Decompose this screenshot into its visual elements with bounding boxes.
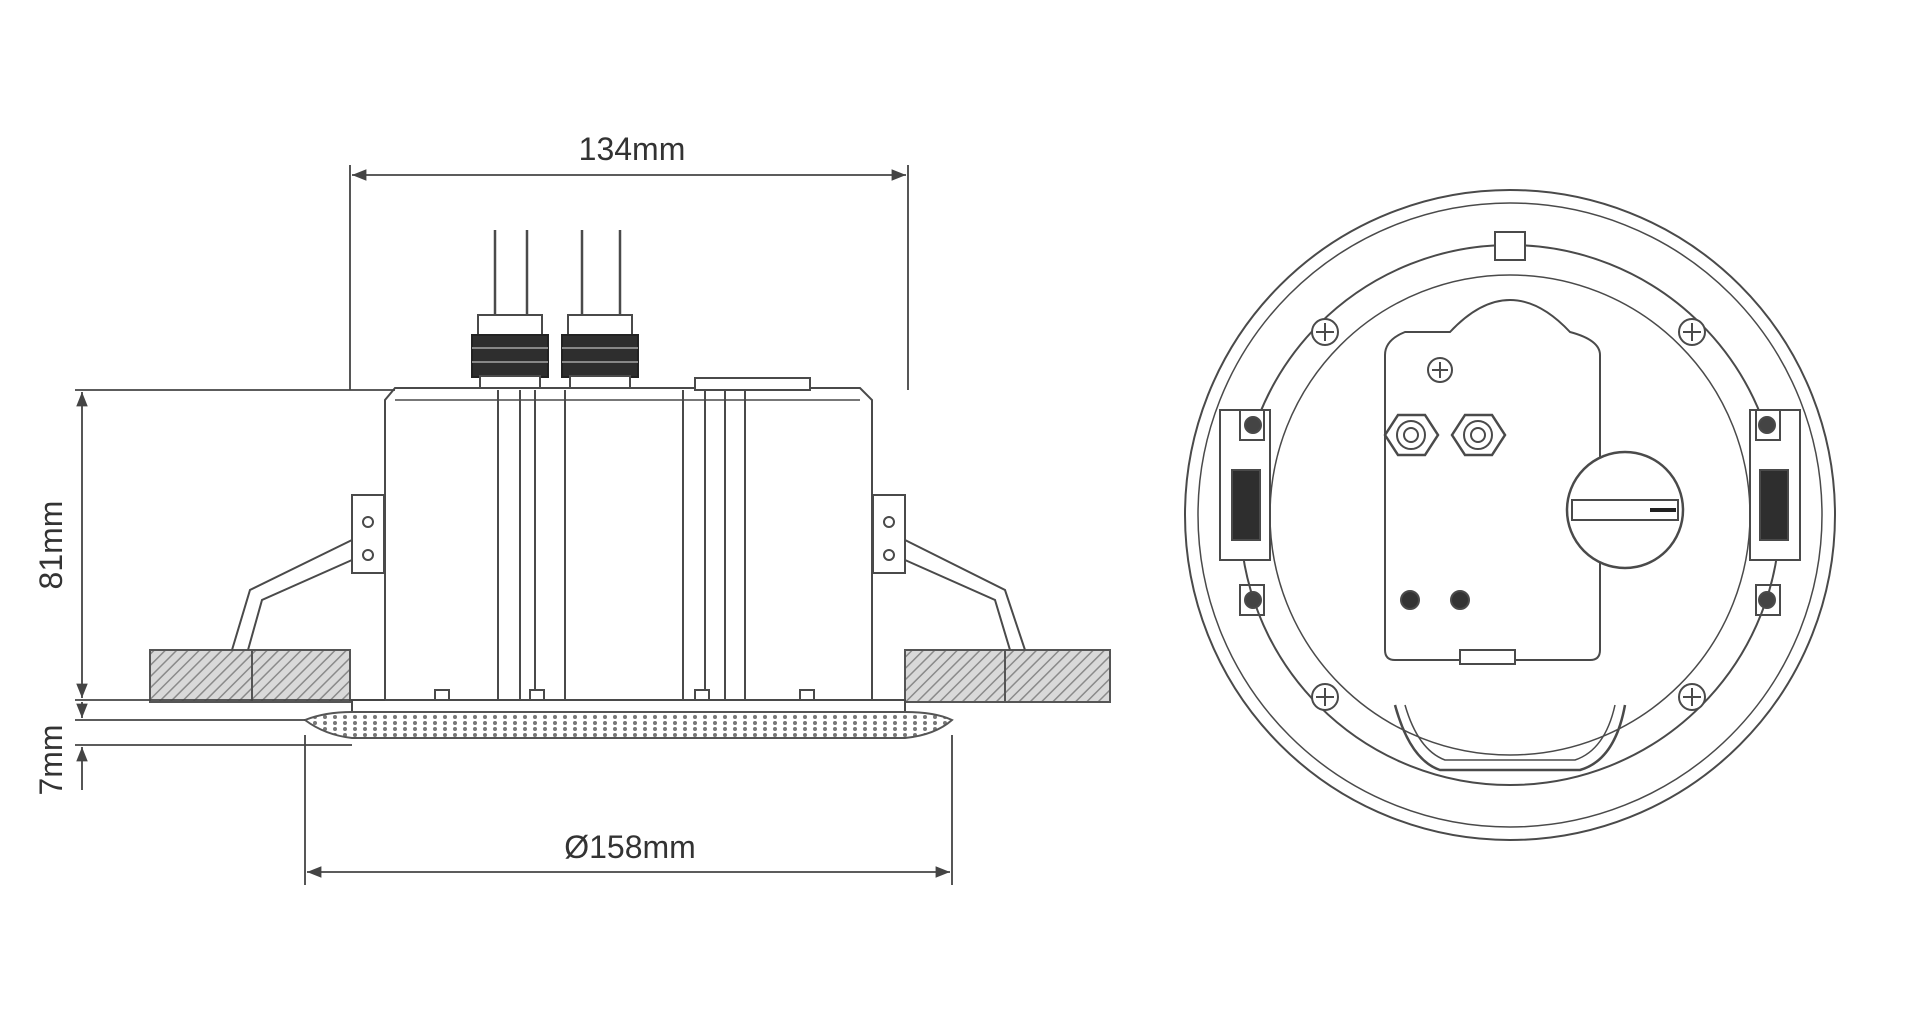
- rear-view: [1184, 189, 1836, 841]
- ceiling-board-right: [904, 649, 1111, 703]
- cable-gland-left: [471, 314, 549, 389]
- plate-screw-left: [1400, 590, 1420, 610]
- binding-post-negative: [1450, 413, 1507, 457]
- outer-rim: [1184, 189, 1836, 841]
- diameter-label: Ø158mm: [564, 829, 696, 865]
- dimension-diameter: [304, 735, 953, 885]
- ceiling-board-left: [149, 649, 351, 703]
- mounting-bracket-right: [872, 494, 1026, 651]
- mounting-bracket-left: [231, 494, 385, 651]
- side-clamp-left: [1219, 409, 1271, 616]
- front-grille-flange: [302, 699, 954, 739]
- side-clamp-right: [1749, 409, 1801, 616]
- speaker-back-can: [384, 377, 873, 701]
- width-label: 134mm: [579, 131, 686, 167]
- dimension-width: [349, 165, 909, 390]
- tap-selector-knob: [1565, 450, 1685, 570]
- terminal-plate: [1384, 298, 1601, 661]
- flange-label: 7mm: [33, 724, 69, 795]
- binding-post-positive: [1383, 413, 1440, 457]
- dimension-flange: [75, 702, 352, 790]
- cable-gland-right: [561, 314, 639, 389]
- side-view: [149, 230, 1111, 739]
- plate-screw-right: [1450, 590, 1470, 610]
- speaker-cables: [493, 230, 622, 320]
- dimension-height: [75, 389, 395, 701]
- height-label: 81mm: [33, 501, 69, 590]
- ring-screws: [1311, 318, 1706, 711]
